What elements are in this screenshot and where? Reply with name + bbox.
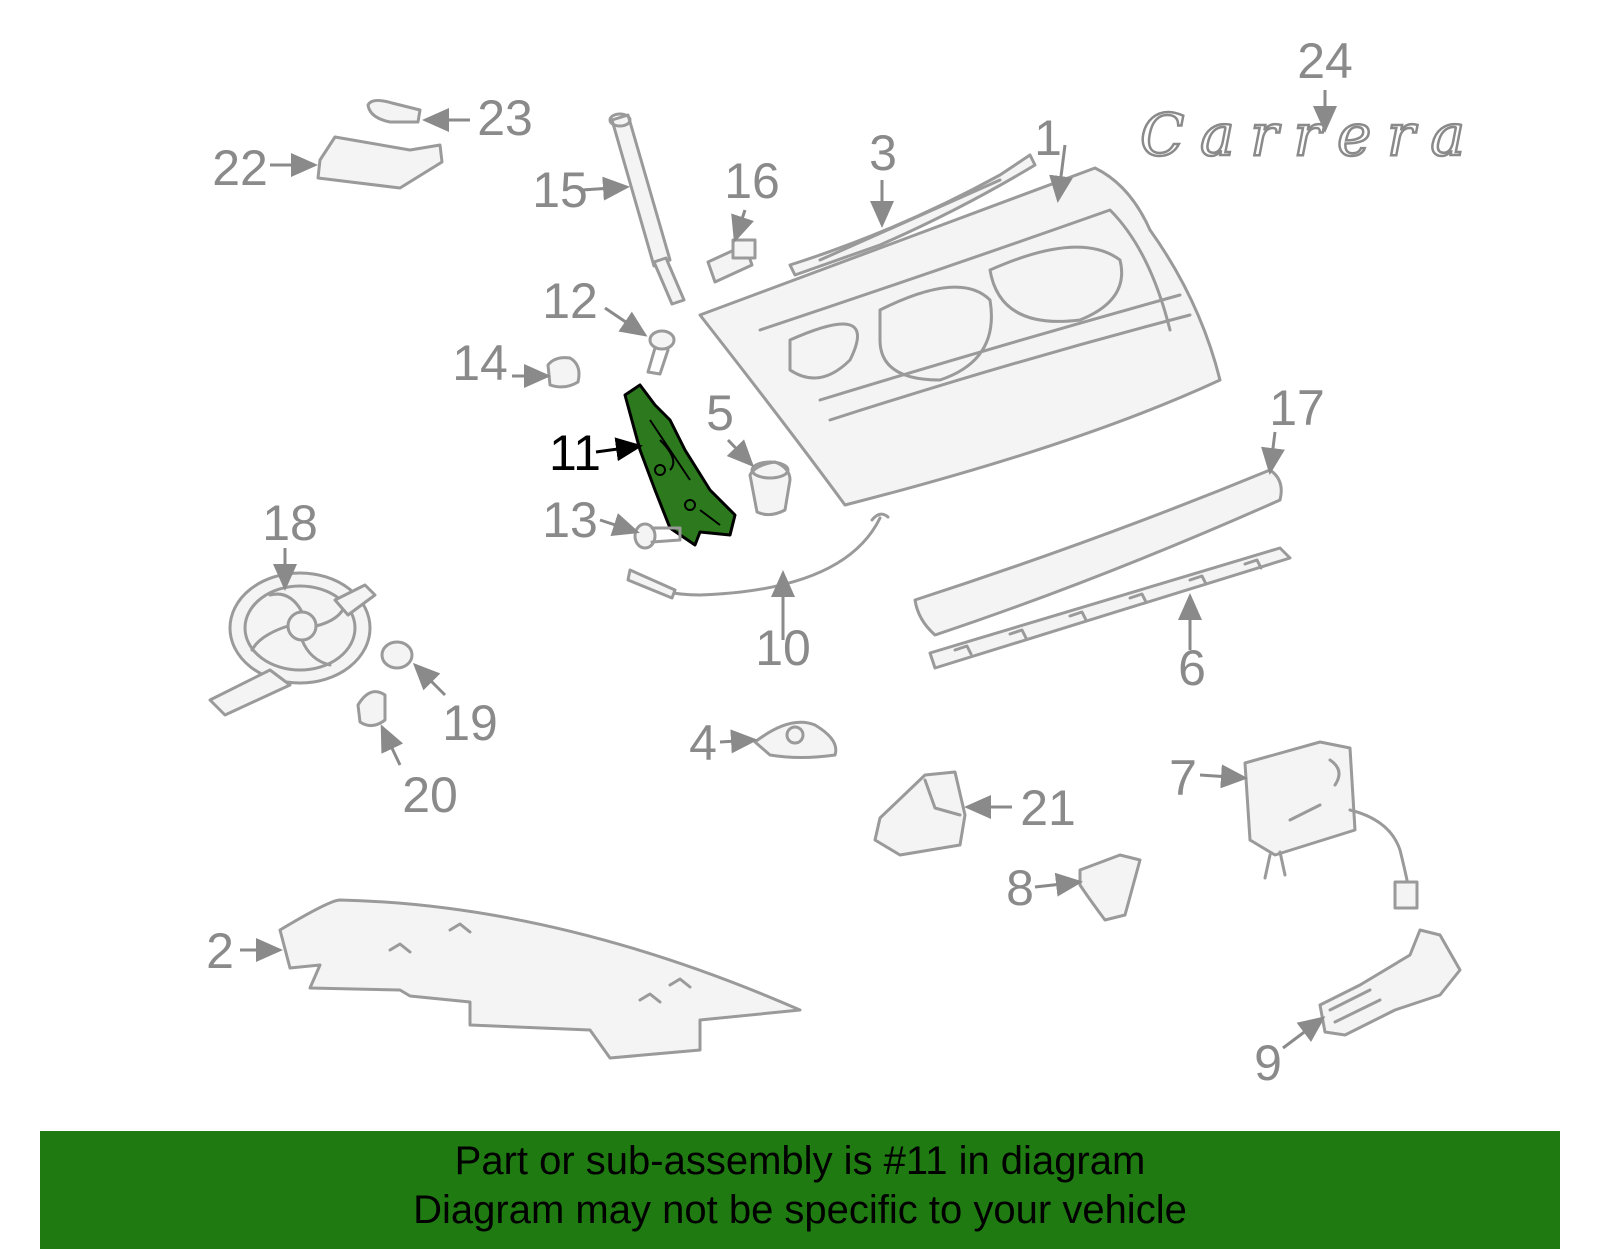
part-13-bolt — [633, 522, 682, 550]
callout-15: 15 — [532, 162, 588, 218]
callout-23: 23 — [477, 90, 533, 146]
part-22-mount — [316, 135, 444, 190]
callout-6: 6 — [1178, 640, 1206, 696]
part-9-lock — [1318, 928, 1462, 1037]
part-19-grommet — [380, 640, 414, 670]
carrera-emblem: Carrera — [1140, 101, 1465, 169]
part-14-cap — [546, 356, 581, 389]
banner-line-part: Part or sub-assembly is #11 in diagram — [454, 1139, 1146, 1183]
callout-21: 21 — [1020, 780, 1076, 836]
part-11-hinge — [623, 383, 737, 547]
part-23-bulb — [366, 98, 422, 124]
part-2-insulator — [278, 898, 802, 1060]
part-5-bumper — [748, 460, 792, 517]
callout-20: 20 — [402, 767, 458, 823]
callout-8: 8 — [1006, 860, 1034, 916]
callout-11: 11 — [549, 425, 601, 481]
callout-14: 14 — [452, 335, 508, 391]
part-18-fan — [208, 571, 377, 717]
callout-10: 10 — [755, 620, 811, 676]
part-6-molding — [928, 546, 1292, 670]
part-10-cable — [626, 512, 890, 600]
part-7-latch — [1243, 740, 1419, 910]
callout-12: 12 — [542, 273, 598, 329]
callout-labels: 1 2 3 4 5 6 7 8 9 10 11 12 13 14 15 16 1… — [206, 33, 1353, 1091]
callout-13: 13 — [542, 492, 598, 548]
callout-2: 2 — [206, 923, 234, 979]
callout-7: 7 — [1169, 750, 1197, 806]
part-12-bolt — [646, 329, 676, 376]
callout-3: 3 — [869, 125, 897, 181]
part-8-bracket — [1078, 853, 1142, 922]
callout-1: 1 — [1034, 110, 1062, 166]
callout-9: 9 — [1254, 1035, 1282, 1091]
part-21-housing — [873, 770, 967, 857]
part-info-banner: Part or sub-assembly is #11 in diagram D… — [40, 1131, 1560, 1249]
part-17-trim — [913, 468, 1283, 637]
banner-line-disclaimer: Diagram may not be specific to your vehi… — [413, 1188, 1187, 1232]
part-15-strut — [608, 112, 686, 306]
part-16-switch — [706, 238, 757, 284]
callout-18: 18 — [262, 495, 318, 551]
part-24-emblem: Carrera — [1139, 100, 1467, 171]
callout-4: 4 — [689, 715, 717, 771]
callout-5: 5 — [706, 385, 734, 441]
callout-17: 17 — [1269, 380, 1325, 436]
part-3-seal — [788, 153, 1037, 277]
part-20-sleeve — [356, 690, 387, 727]
parts-diagram: Carrera 1 2 3 4 5 6 7 8 — [206, 33, 1467, 1091]
callout-24: 24 — [1297, 33, 1353, 89]
callout-19: 19 — [442, 695, 498, 751]
callout-22: 22 — [212, 140, 268, 196]
callout-16: 16 — [724, 153, 780, 209]
leader-lines — [240, 90, 1337, 1050]
part-1-rear-lid — [698, 166, 1222, 507]
part-4-cap — [753, 720, 838, 759]
